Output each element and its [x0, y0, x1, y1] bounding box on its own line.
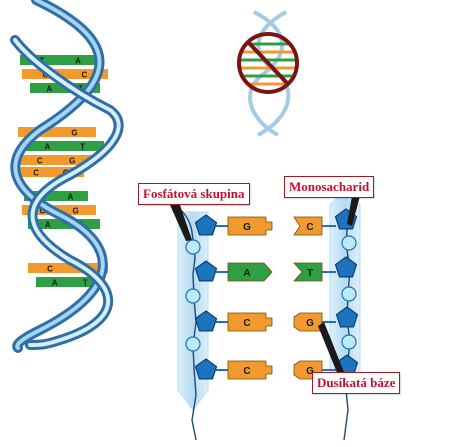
phosphate-circle [341, 235, 357, 251]
base-letter: G [306, 318, 314, 329]
base-letter: T [307, 268, 313, 279]
sugar-pentagon [335, 306, 359, 328]
base-right [293, 262, 323, 282]
prohibited-helix-icon [237, 10, 299, 137]
helix-strand-front-highlight [13, 38, 121, 347]
base-left [227, 216, 273, 236]
callout-pointers [170, 196, 360, 375]
base-letter: C [243, 366, 250, 377]
sugar-pentagon [194, 310, 218, 332]
helix-base-letter: A [45, 143, 51, 152]
phosphate-circle [185, 288, 201, 304]
helix-base-letter: A [68, 193, 74, 202]
base-letter: G [306, 366, 314, 377]
base-right [293, 216, 323, 236]
phosphate-groups [185, 235, 357, 352]
helix-base-letter: A [75, 57, 81, 66]
helix-base-letter: A [46, 85, 52, 94]
sugar-pentagons [194, 208, 359, 380]
helix-base-letter: A [52, 279, 58, 288]
phosphate-circle [185, 239, 201, 255]
nucleotide-ladder: G C A T C G C G [169, 189, 361, 441]
sugar-pentagon [194, 260, 218, 282]
helix-strand-back-highlight [13, 0, 105, 350]
helix-base-letter: G [69, 157, 75, 166]
helix-base-letter: A [45, 221, 51, 230]
base-letter: C [243, 318, 250, 329]
phosphate-pointer [170, 205, 192, 241]
sugar-pentagon [194, 214, 218, 236]
nitrogenous-base-label: Dusíkatá báze [312, 372, 401, 394]
helix-base-letter: T [83, 279, 88, 288]
helix-base-letter: C [81, 71, 87, 80]
base-left [227, 312, 273, 332]
phosphate-circle [341, 286, 357, 302]
sugar-base-connectors [216, 225, 336, 371]
helix-base-letter: G [71, 129, 77, 138]
sugar-pentagon [194, 358, 218, 380]
base-letter: G [243, 222, 251, 233]
helix-base-letter: C [39, 207, 45, 216]
base-letter: A [243, 268, 250, 279]
helix-base-letter: C [33, 169, 39, 178]
nitrogenous-bases: G C A T C G C G [227, 216, 323, 380]
helix-base-letter: T [80, 143, 85, 152]
base-pointer [318, 322, 344, 375]
helix-base-letter: G [73, 207, 79, 216]
helix-base-letter: C [47, 265, 53, 274]
sugar-pentagon [334, 256, 358, 278]
phosphate-group-label: Fosfátová skupina [138, 183, 250, 205]
sugar-pointer [347, 196, 360, 226]
phosphate-circle [185, 336, 201, 352]
left-backbone-band [177, 211, 209, 411]
monosaccharide-label: Monosacharid [284, 176, 375, 198]
base-right [293, 312, 323, 332]
helix-base-letter: C [37, 157, 43, 166]
right-strand-line [343, 214, 351, 441]
base-left [227, 360, 273, 380]
phosphate-circle [341, 334, 357, 350]
base-letter: C [306, 222, 313, 233]
base-left [227, 262, 273, 282]
